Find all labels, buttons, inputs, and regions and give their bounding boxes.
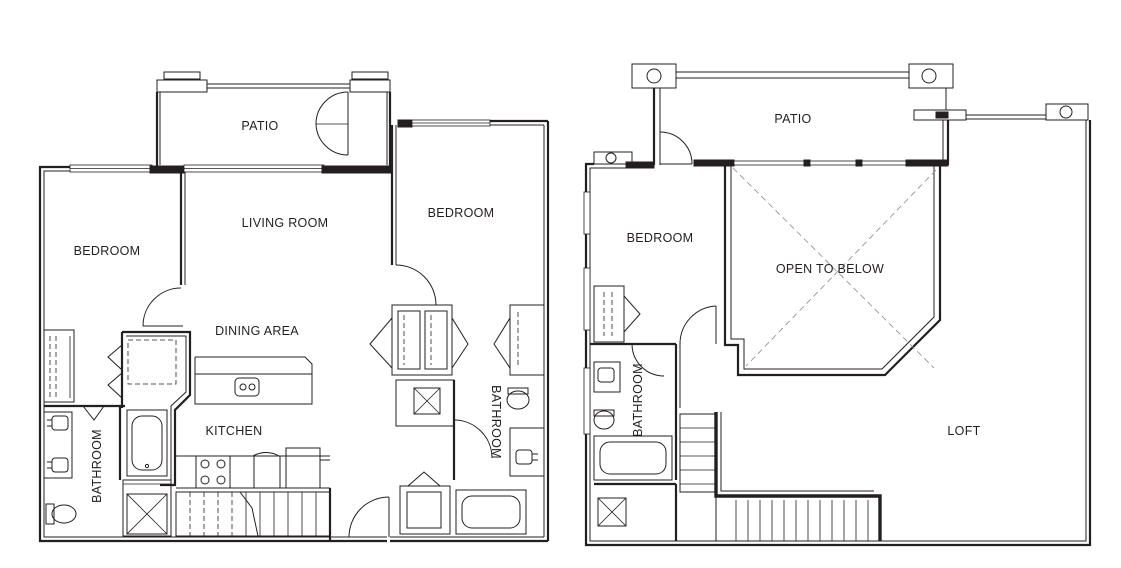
label-bathroom-left: BATHROOM <box>90 429 104 503</box>
floor-one-plan: PATIO BEDROOM LIVING ROOM BEDROOM DINING… <box>38 71 550 543</box>
floor-one-labels: PATIO BEDROOM LIVING ROOM BEDROOM DINING… <box>74 119 503 503</box>
label-patio-2: PATIO <box>774 112 811 126</box>
label-living-room: LIVING ROOM <box>242 216 329 230</box>
label-bedroom-upper: BEDROOM <box>627 231 694 245</box>
floor-two-walls <box>583 120 1092 547</box>
label-bedroom-right: BEDROOM <box>428 206 495 220</box>
floor-two-plan: PATIO BEDROOM OPEN TO BELOW BATHROOM LOF… <box>583 63 1092 547</box>
label-bedroom-left: BEDROOM <box>74 244 141 258</box>
label-open-to-below: OPEN TO BELOW <box>776 262 884 276</box>
label-loft: LOFT <box>947 424 980 438</box>
label-dining-area: DINING AREA <box>215 324 299 338</box>
floor-one-interior <box>43 264 545 541</box>
patio-enclosure <box>155 71 392 168</box>
floor-two-interior <box>590 166 942 542</box>
floor-two-labels: PATIO BEDROOM OPEN TO BELOW BATHROOM LOF… <box>627 112 981 438</box>
label-patio-1: PATIO <box>241 119 278 133</box>
floor-two-patio <box>631 63 1089 167</box>
label-bathroom-right: BATHROOM <box>489 385 503 459</box>
label-bathroom-upper: BATHROOM <box>631 363 645 437</box>
label-kitchen: KITCHEN <box>206 424 263 438</box>
